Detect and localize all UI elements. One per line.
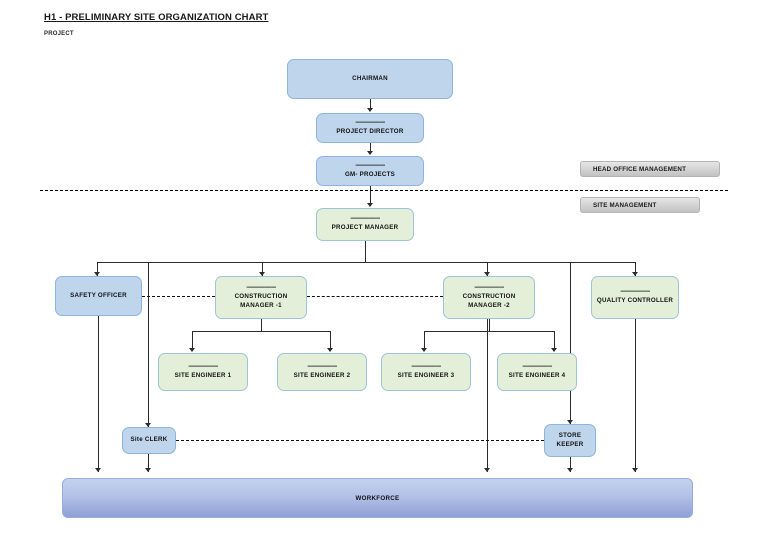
node-site-engineer-1-rule: ---------------------: [188, 363, 218, 370]
legend-head-office-label: HEAD OFFICE MANAGEMENT: [593, 165, 687, 173]
connector-safety-officer-to-workforce: [98, 316, 99, 472]
node-site-engineer-2-label: SITE ENGINEER 2: [293, 371, 351, 379]
node-site-engineer-4-label: SITE ENGINEER 4: [508, 371, 566, 379]
connector-chairman-to-director: [370, 99, 371, 110]
arrow-cm2-to-workforce: [483, 468, 490, 472]
distribution-bus: [97, 262, 635, 263]
connector-bus-to-construction-manager-2: [487, 262, 488, 276]
bracket-cm1-to-site-engineers: [192, 331, 330, 332]
arrow-bus-to-safety-officer: [93, 272, 100, 276]
arrow-safety-officer-to-workforce: [94, 468, 101, 472]
node-project-director-label: PROJECT DIRECTOR: [336, 127, 404, 135]
arrow-cm1-to-site-engineer-1: [188, 348, 195, 352]
node-quality-controller-label: QUALITY CONTROLLER: [596, 297, 674, 304]
arrow-director-to-gm: [366, 151, 373, 155]
node-project-manager[interactable]: --------------------- PROJECT MANAGER: [316, 208, 414, 241]
legend-head-office-management: HEAD OFFICE MANAGEMENT: [580, 161, 720, 177]
node-safety-officer[interactable]: SAFETY OFFICER: [55, 276, 142, 316]
node-site-clerk[interactable]: Site CLERK: [122, 427, 176, 454]
arrow-bus-to-quality-controller: [631, 272, 638, 276]
connector-bus-to-site-clerk: [148, 262, 149, 427]
node-gm-projects-rule: ---------------------: [355, 162, 385, 169]
node-chairman-label: CHAIRMAN: [352, 74, 388, 82]
node-construction-manager-1[interactable]: --------------------- CONSTRUCTION MANAG…: [215, 276, 307, 319]
node-site-engineer-4[interactable]: --------------------- SITE ENGINEER 4: [497, 353, 577, 391]
connector-cm1-to-site-engineer-1: [192, 331, 193, 351]
arrow-bus-to-store-keeper: [566, 420, 573, 424]
node-site-clerk-label: Site CLERK: [130, 436, 168, 443]
arrow-quality-controller-to-workforce: [631, 468, 638, 472]
node-site-engineer-2[interactable]: --------------------- SITE ENGINEER 2: [277, 353, 367, 391]
legend-site-management: SITE MANAGEMENT: [580, 197, 700, 213]
arrow-cm2-to-site-engineer-4: [550, 348, 557, 352]
arrow-cm1-to-site-engineer-2: [326, 348, 333, 352]
node-construction-manager-2[interactable]: --------------------- CONSTRUCTION MANAG…: [443, 276, 535, 319]
node-workforce[interactable]: WORKFORCE: [62, 478, 693, 518]
connector-bus-to-construction-manager-1: [262, 262, 263, 276]
connector-quality-controller-to-workforce: [635, 319, 636, 472]
dashed-link-construction-manager-1-construction-manager-2: [307, 296, 443, 297]
node-site-engineer-3-label: SITE ENGINEER 3: [397, 371, 455, 379]
connector-gm-to-project-manager: [370, 186, 371, 206]
node-gm-projects[interactable]: --------------------- GM- PROJECTS: [316, 156, 424, 186]
connector-cm2-to-site-engineer-3: [424, 331, 425, 351]
head-office-site-divider: [40, 190, 728, 191]
node-construction-manager-1-label: CONSTRUCTION MANAGER -1: [234, 292, 288, 309]
node-site-engineer-1-label: SITE ENGINEER 1: [174, 371, 232, 379]
connector-cm1-drop: [261, 319, 262, 331]
node-site-engineer-2-rule: ---------------------: [307, 363, 337, 370]
node-quality-controller[interactable]: --------------------- QUALITY CONTROLLER: [591, 276, 679, 319]
node-project-director-rule: ---------------------: [355, 119, 385, 126]
node-construction-manager-1-rule: ---------------------: [246, 284, 276, 291]
node-site-engineer-3[interactable]: --------------------- SITE ENGINEER 3: [381, 353, 471, 391]
arrow-bus-to-construction-manager-2: [483, 272, 490, 276]
node-chairman[interactable]: CHAIRMAN: [287, 59, 453, 99]
connector-pm-to-bus: [365, 241, 366, 262]
connector-cm2-to-site-engineer-4: [554, 331, 555, 351]
arrow-store-keeper-to-workforce: [566, 468, 573, 472]
node-project-manager-label: PROJECT MANAGER: [331, 224, 399, 231]
node-project-director[interactable]: --------------------- PROJECT DIRECTOR: [316, 113, 424, 143]
page-title: H1 - PRELIMINARY SITE ORGANIZATION CHART: [44, 12, 269, 23]
node-safety-officer-label: SAFETY OFFICER: [70, 291, 127, 299]
node-construction-manager-2-label: CONSTRUCTION MANAGER -2: [462, 292, 516, 309]
arrow-bus-to-site-clerk: [144, 423, 151, 427]
node-quality-controller-rule: ---------------------: [620, 289, 650, 295]
page-subtitle: PROJECT: [44, 31, 74, 37]
dashed-link-site-clerk-store-keeper: [176, 440, 544, 441]
connector-store-keeper-to-workforce: [570, 457, 571, 472]
connector-cm2-drop: [489, 319, 490, 331]
connector-director-to-gm: [370, 143, 371, 153]
node-store-keeper-label: STORE KEEPER: [556, 431, 584, 448]
arrow-gm-to-project-manager: [366, 203, 373, 207]
node-site-engineer-4-rule: ---------------------: [522, 363, 552, 370]
node-site-engineer-1[interactable]: --------------------- SITE ENGINEER 1: [158, 353, 248, 391]
connector-site-clerk-to-workforce: [148, 454, 149, 472]
node-workforce-label: WORKFORCE: [355, 494, 400, 502]
legend-site-management-label: SITE MANAGEMENT: [593, 201, 657, 209]
arrow-bus-to-construction-manager-1: [258, 272, 265, 276]
bracket-cm2-to-site-engineers: [424, 331, 554, 332]
connector-bus-to-store-keeper: [570, 262, 571, 424]
connector-cm2-to-workforce: [487, 319, 488, 472]
node-store-keeper[interactable]: STORE KEEPER: [544, 424, 596, 457]
arrow-site-clerk-to-workforce: [144, 468, 151, 472]
connector-bus-to-safety-officer: [97, 262, 98, 276]
node-gm-projects-label: GM- PROJECTS: [344, 170, 396, 178]
node-site-engineer-3-rule: ---------------------: [411, 363, 441, 370]
node-project-manager-rule: ---------------------: [350, 216, 380, 222]
connector-bus-to-quality-controller: [635, 262, 636, 276]
arrow-chairman-to-director: [366, 108, 373, 112]
connector-cm1-to-site-engineer-2: [330, 331, 331, 351]
dashed-link-safety-officer-construction-manager-1: [142, 296, 215, 297]
node-construction-manager-2-rule: ---------------------: [474, 284, 504, 291]
arrow-cm2-to-site-engineer-3: [420, 348, 427, 352]
